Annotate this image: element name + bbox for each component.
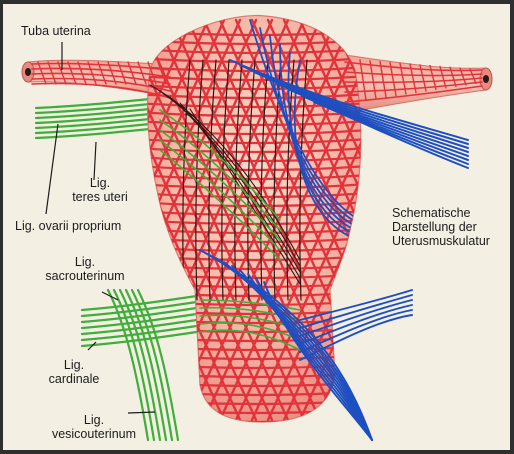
label-lig-vesicouterinum: Lig. vesicouterinum (34, 413, 154, 441)
green-ovarii-fiber (36, 98, 160, 108)
caption-line2: Darstellung der (392, 220, 490, 234)
caption-line1: Schematische (392, 206, 490, 220)
label-lig-sacrouterinum-line1: Lig. (30, 255, 140, 269)
label-lig-cardinale-line1: Lig. (29, 358, 119, 372)
caption-line3: Uterusmuskulatur (392, 234, 490, 248)
label-lig-cardinale: Lig. cardinale (29, 358, 119, 386)
label-lig-cardinale-line2: cardinale (29, 372, 119, 386)
label-lig-teres-uteri-line1: Lig. (55, 176, 145, 190)
label-lig-teres-uteri-line2: teres uteri (55, 190, 145, 204)
label-lig-sacrouterinum: Lig. sacrouterinum (30, 255, 140, 283)
label-lig-vesicouterinum-line1: Lig. (34, 413, 154, 427)
label-lig-teres-uteri: Lig. teres uteri (55, 176, 145, 204)
leader-teres (94, 142, 96, 180)
label-lig-vesicouterinum-line2: vesicouterinum (34, 427, 154, 441)
label-tuba-uterina: Tuba uterina (21, 24, 91, 38)
label-lig-sacrouterinum-line2: sacrouterinum (30, 269, 140, 283)
label-lig-ovarii-proprium: Lig. ovarii proprium (15, 219, 121, 233)
caption-schematische-darstellung: Schematische Darstellung der Uterusmusku… (392, 206, 490, 248)
